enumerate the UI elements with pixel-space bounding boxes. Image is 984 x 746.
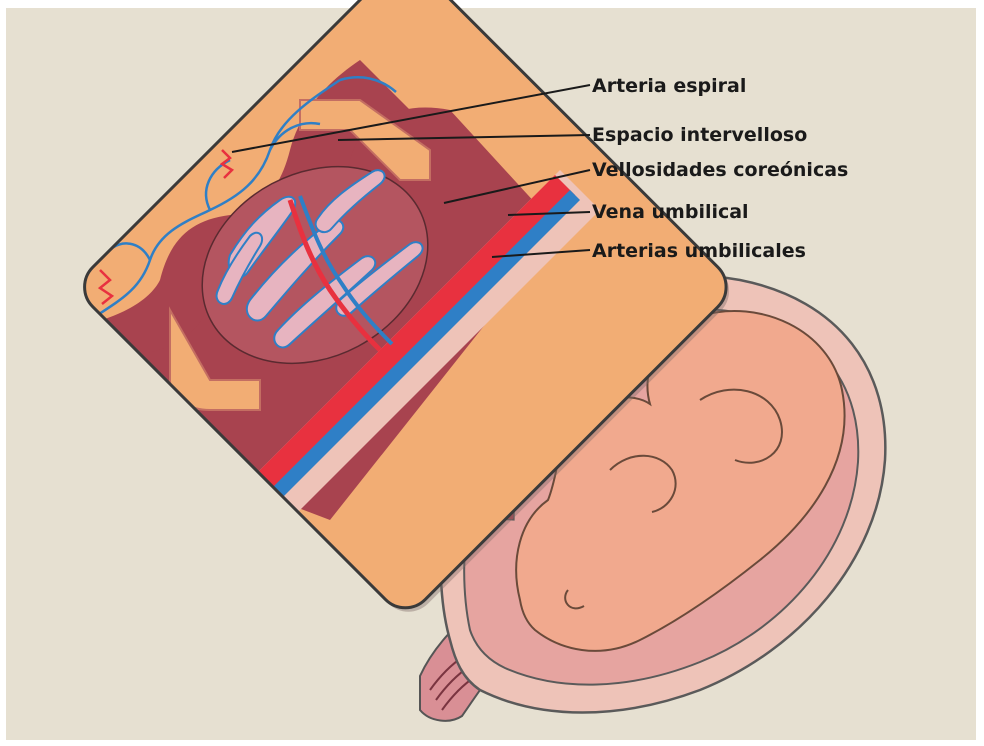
label-vellosidades-coreonicas: Vellosidades coreónicas (592, 159, 848, 181)
label-vena-umbilical: Vena umbilical (592, 201, 749, 223)
label-arteria-espiral: Arteria espiral (592, 75, 746, 97)
label-espacio-intervelloso: Espacio intervelloso (592, 124, 807, 146)
label-arterias-umbilicales: Arterias umbilicales (592, 240, 806, 262)
